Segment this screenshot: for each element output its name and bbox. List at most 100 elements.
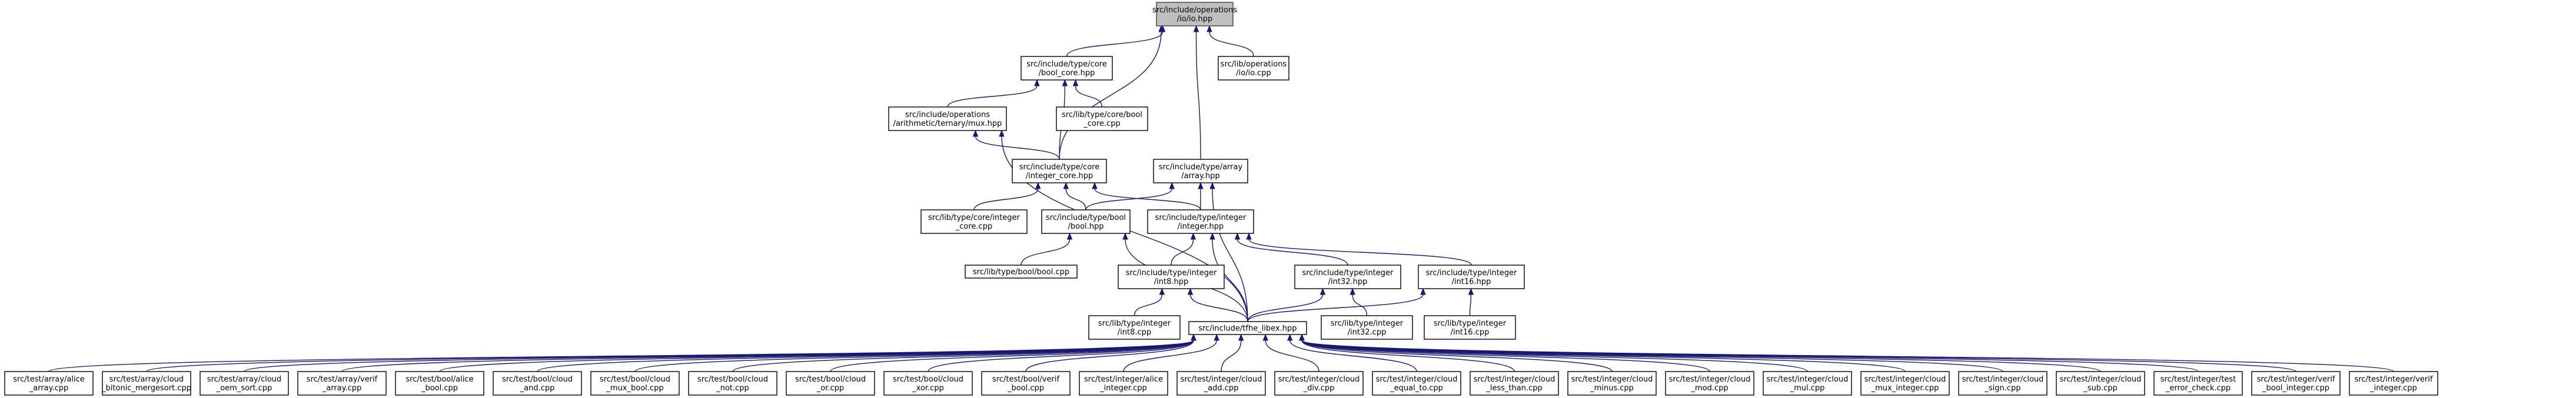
graph-node-t19[interactable]: src/test/integer/cloud_mux_integer.cpp: [1860, 371, 1950, 396]
edge-arrowhead: [1299, 333, 1305, 341]
graph-node-t21[interactable]: src/test/integer/cloud_sub.cpp: [2056, 371, 2145, 396]
graph-edge-t22-to-tfhe: [1301, 340, 2199, 372]
graph-node-t7[interactable]: src/test/bool/cloud_not.cpp: [688, 371, 777, 396]
graph-edge-array_hpp-to-root: [1195, 31, 1201, 160]
node-box: [1567, 371, 1657, 396]
node-label-line: src/test/integer/cloud: [1278, 375, 1360, 384]
graph-node-t1[interactable]: src/test/array/cloud_bitonic_mergesort.c…: [101, 371, 191, 396]
graph-node-t20[interactable]: src/test/integer/cloud_sign.cpp: [1958, 371, 2047, 396]
graph-node-integer-core[interactable]: src/include/type/core/integer_core.hpp: [1012, 159, 1107, 183]
node-box: [1153, 159, 1248, 183]
graph-node-bool-cpp[interactable]: src/lib/type/bool/bool.cpp: [965, 265, 1078, 279]
node-label-line: _mux_bool.cpp: [606, 384, 663, 393]
node-label-line: /int8.cpp: [1118, 328, 1151, 337]
graph-node-t5[interactable]: src/test/bool/cloud_and.cpp: [493, 371, 582, 396]
node-label-line: src/include/type/bool: [1046, 213, 1126, 222]
graph-node-t11[interactable]: src/test/integer/alice_integer.cpp: [1079, 371, 1168, 396]
graph-node-int8-cpp[interactable]: src/lib/type/integer/int8.cpp: [1088, 315, 1181, 340]
node-label-line: _or.cpp: [816, 384, 844, 393]
graph-edge-bool_cpp-to-bool_hpp: [1021, 239, 1071, 266]
graph-node-int16-cpp[interactable]: src/lib/type/integer/int16.cpp: [1424, 315, 1516, 340]
node-box: [2153, 371, 2243, 396]
graph-node-t4[interactable]: src/test/bool/alice_bool.cpp: [395, 371, 484, 396]
graph-node-array-hpp[interactable]: src/include/type/array/array.hpp: [1153, 159, 1248, 183]
graph-node-t18[interactable]: src/test/integer/cloud_mul.cpp: [1763, 371, 1852, 396]
graph-node-root[interactable]: src/include/operations/io/io.hpp: [1152, 2, 1237, 26]
node-box: [965, 265, 1078, 279]
graph-node-t23[interactable]: src/test/integer/verif_bool_integer.cpp: [2251, 371, 2341, 396]
node-label-line: src/test/array/cloud: [109, 375, 184, 384]
edge-arrowhead: [1158, 25, 1164, 32]
graph-edge-tfhe-to-int16_hpp: [1247, 294, 1424, 322]
graph-edge-t11-to-tfhe: [1123, 340, 1217, 372]
node-box: [1176, 371, 1266, 396]
node-label-line: src/test/bool/cloud: [502, 375, 573, 384]
graph-node-int32-hpp[interactable]: src/include/type/integer/int32.hpp: [1294, 265, 1401, 289]
node-box: [883, 371, 973, 396]
graph-node-t0[interactable]: src/test/array/alice_array.cpp: [4, 371, 94, 396]
edge-arrowhead: [1234, 232, 1241, 240]
graph-edges: [48, 25, 2394, 372]
graph-node-t24[interactable]: src/test/integer/verif_integer.cpp: [2349, 371, 2438, 396]
node-label-line: src/lib/type/bool/bool.cpp: [973, 268, 1069, 277]
edge-arrowhead: [1468, 287, 1474, 295]
node-label-line: src/test/array/alice: [13, 375, 85, 384]
graph-node-int8-hpp[interactable]: src/include/type/integer/int8.hpp: [1118, 265, 1225, 289]
node-box: [1021, 56, 1113, 81]
graph-node-t16[interactable]: src/test/integer/cloud_minus.cpp: [1567, 371, 1657, 396]
node-box: [1418, 265, 1525, 289]
edge-arrowhead: [1193, 25, 1199, 32]
graph-node-integer-hpp[interactable]: src/include/type/integer/integer.hpp: [1147, 209, 1254, 234]
graph-edge-tfhe-to-int32_hpp: [1247, 294, 1324, 322]
edge-arrowhead: [1319, 287, 1326, 295]
edge-arrowhead: [1072, 79, 1079, 86]
graph-node-tfhe[interactable]: src/include/tfhe_libex.hpp: [1188, 321, 1307, 335]
node-label-line: src/include/type/array: [1159, 163, 1243, 172]
node-label-line: src/test/bool/verif: [992, 375, 1060, 384]
graph-node-t15[interactable]: src/test/integer/cloud_less_than.cpp: [1470, 371, 1559, 396]
graph-edge-int8_cpp-to-int8_hpp: [1134, 294, 1163, 316]
graph-edge-t21-to-tfhe: [1301, 340, 2101, 372]
node-label-line: src/test/integer/cloud: [1376, 375, 1458, 384]
graph-edge-t12-to-tfhe: [1221, 340, 1242, 372]
graph-node-t22[interactable]: src/test/integer/test_error_check.cpp: [2153, 371, 2243, 396]
node-label-line: src/test/bool/cloud: [795, 375, 866, 384]
graph-node-t14[interactable]: src/test/integer/cloud_equal_to.cpp: [1372, 371, 1461, 396]
graph-node-t8[interactable]: src/test/bool/cloud_or.cpp: [786, 371, 875, 396]
node-box: [1860, 371, 1950, 396]
graph-node-t2[interactable]: src/test/array/cloud_oem_sort.cpp: [200, 371, 289, 396]
graph-node-int32-cpp[interactable]: src/lib/type/integer/int32.cpp: [1321, 315, 1413, 340]
graph-node-bool-core[interactable]: src/include/type/core/bool_core.hpp: [1021, 56, 1113, 81]
graph-node-io-cpp[interactable]: src/lib/operations/io/io.cpp: [1218, 56, 1289, 81]
edge-arrowhead: [1209, 182, 1215, 189]
graph-edge-t10-to-tfhe: [1025, 340, 1194, 372]
graph-node-t12[interactable]: src/test/integer/cloud_add.cpp: [1176, 371, 1266, 396]
node-box: [1088, 315, 1181, 340]
edge-arrowhead: [1159, 287, 1165, 295]
graph-node-mux-hpp[interactable]: src/include/operations/arithmetic/ternar…: [888, 106, 1007, 131]
graph-edge-t6-to-tfhe: [634, 340, 1194, 372]
node-label-line: /int16.cpp: [1451, 328, 1490, 337]
node-box: [1056, 106, 1148, 131]
graph-node-bool-core-cpp[interactable]: src/lib/type/core/bool_core.cpp: [1056, 106, 1148, 131]
graph-node-integer-core-cpp[interactable]: src/lib/type/core/integer_core.cpp: [920, 209, 1028, 234]
graph-node-t13[interactable]: src/test/integer/cloud_div.cpp: [1274, 371, 1364, 396]
node-label-line: src/include/operations: [1152, 6, 1237, 15]
node-label-line: src/test/integer/cloud: [1767, 375, 1849, 384]
node-box: [888, 106, 1007, 131]
node-label-line: src/include/type/integer: [1126, 269, 1217, 277]
graph-nodes: src/include/operations/io/io.hppsrc/incl…: [4, 2, 2438, 396]
graph-node-t3[interactable]: src/test/array/verif_array.cpp: [297, 371, 387, 396]
node-label-line: _less_than.cpp: [1485, 384, 1542, 393]
graph-node-t9[interactable]: src/test/bool/cloud_xor.cpp: [883, 371, 973, 396]
graph-node-t10[interactable]: src/test/bool/verif_bool.cpp: [981, 371, 1071, 396]
graph-node-t6[interactable]: src/test/bool/cloud_mux_bool.cpp: [590, 371, 680, 396]
graph-node-int16-hpp[interactable]: src/include/type/integer/int16.hpp: [1418, 265, 1525, 289]
graph-node-bool-hpp[interactable]: src/include/type/bool/bool.hpp: [1041, 209, 1131, 234]
graph-edge-int32_hpp-to-integer_hpp: [1237, 239, 1348, 266]
node-label-line: _mod.cpp: [1690, 384, 1728, 393]
node-label-line: src/lib/type/integer: [1434, 319, 1507, 328]
node-box: [1470, 371, 1559, 396]
graph-node-t17[interactable]: src/test/integer/cloud_mod.cpp: [1665, 371, 1754, 396]
